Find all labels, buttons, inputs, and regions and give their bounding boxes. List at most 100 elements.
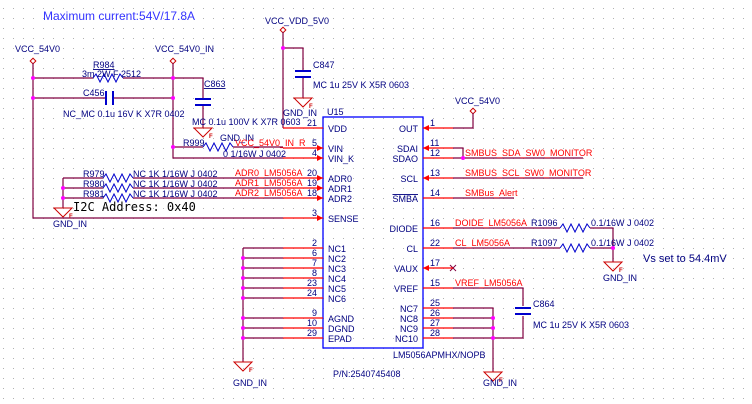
- pin-arrow: [423, 175, 429, 181]
- svg-text:R999: R999: [183, 138, 205, 148]
- pin-name-smba: SMBA: [392, 194, 418, 204]
- net-label-sda: SMBUS_SDA_SW0_MONITOR: [465, 148, 593, 158]
- net-label-vin-r: VCC_54V0_IN_R: [235, 138, 306, 148]
- net-label-vref: VREF_LM5056A: [455, 278, 523, 288]
- pin-arrow: [423, 125, 429, 131]
- pin-number: 17: [430, 258, 440, 268]
- svg-text:NC 1K 1/16W J 0402: NC 1K 1/16W J 0402: [133, 189, 218, 199]
- pin-number: 5: [312, 138, 317, 148]
- port-vcc-54v0-left: VCC_54V0: [15, 44, 60, 65]
- pin-arrow: [317, 195, 323, 201]
- svg-text:NC 1K 1/16W J 0402: NC 1K 1/16W J 0402: [133, 179, 218, 189]
- pin-number: 22: [430, 238, 440, 248]
- resistor-r981: R981 NC 1K 1/16W J 0402: [83, 189, 218, 204]
- net-label-cl: CL_LM5056A: [455, 238, 510, 248]
- capacitor-c864: C864 MC 1u 25V K X5R 0603: [515, 299, 629, 330]
- pin-number: 24: [307, 288, 317, 298]
- svg-text:MC 0.1u 100V K X7R 0603: MC 0.1u 100V K X7R 0603: [192, 117, 301, 127]
- pin-number: 4: [312, 148, 317, 158]
- pin-arrow: [317, 215, 323, 221]
- resistor-r979: R979 NC 1K 1/16W J 0402: [83, 169, 218, 184]
- pin-arrow: [317, 145, 323, 151]
- pin-number: 29: [307, 328, 317, 338]
- svg-text:GND_IN: GND_IN: [53, 219, 87, 229]
- port-vcc-vdd-5v0: VCC_VDD_5V0: [265, 16, 329, 34]
- junctions: [31, 46, 615, 340]
- svg-text:R984: R984: [93, 60, 115, 70]
- pin-number: 23: [307, 278, 317, 288]
- svg-text:F: F: [249, 368, 253, 374]
- port-label: VCC_54V0: [15, 44, 60, 54]
- pin-name-adr0: ADR0: [328, 174, 352, 184]
- wires: [32, 32, 614, 372]
- pin-number: 6: [312, 248, 317, 258]
- pin-number: 3: [312, 208, 317, 218]
- svg-text:C456: C456: [83, 88, 105, 98]
- resistor-r999: R999 0 1/16W J 0402: [183, 138, 286, 159]
- pin-name-nc2: NC2: [328, 254, 346, 264]
- svg-text:GND_IN: GND_IN: [220, 133, 254, 143]
- pin-name-scl: SCL: [400, 174, 418, 184]
- svg-text:GND_IN: GND_IN: [603, 273, 637, 283]
- pin-name-out: OUT: [399, 124, 419, 134]
- pin-name-cl: CL: [406, 244, 418, 254]
- resistor-r1096: R1096 0.1/16W J 0402: [531, 218, 654, 234]
- svg-text:F: F: [499, 378, 503, 384]
- pin-name-vref: VREF: [394, 284, 419, 294]
- pin-number: 16: [430, 218, 440, 228]
- chip-u15: U15 LM5056APMHX/NOPB 21VDD5VIN4VIN_K20AD…: [283, 107, 486, 360]
- net-label-scl: SMBUS_SCL_SW0_MONITOR: [465, 168, 592, 178]
- svg-text:0.1/16W J 0402: 0.1/16W J 0402: [591, 218, 654, 228]
- svg-text:GND_IN: GND_IN: [233, 378, 267, 388]
- svg-text:F: F: [69, 214, 73, 220]
- pin-number: 19: [307, 178, 317, 188]
- port-label: VCC_54V0_IN: [155, 44, 214, 54]
- resistor-r1097: R1097 0.1/16W J 0402: [531, 238, 654, 254]
- pin-name-dgnd: DGND: [328, 324, 355, 334]
- ground-adr: F GND_IN: [53, 207, 87, 229]
- pin-name-nc3: NC3: [328, 264, 346, 274]
- chip-part: LM5056APMHX/NOPB: [393, 350, 486, 360]
- i2c-address-note: I2C Address: 0x40: [73, 200, 196, 214]
- pin-number: 11: [430, 138, 439, 148]
- pin-name-agnd: AGND: [328, 314, 355, 324]
- port-vcc-54v0-right: VCC_54V0: [455, 96, 500, 115]
- pin-name-nc4: NC4: [328, 274, 346, 284]
- part-number: P/N:2540745408: [333, 369, 401, 379]
- pin-arrow: [423, 145, 429, 151]
- resistor-r980: R980 NC 1K 1/16W J 0402: [83, 179, 218, 194]
- pin-name-nc6: NC6: [328, 294, 346, 304]
- pin-arrow: [317, 185, 323, 191]
- pin-name-nc9: NC9: [400, 324, 418, 334]
- svg-text:NC 1K 1/16W J 0402: NC 1K 1/16W J 0402: [133, 169, 218, 179]
- net-label-diode: DOIDE_LM5056A: [455, 218, 527, 228]
- title-note: Maximum current:54V/17.8A: [43, 9, 195, 23]
- net-label-alert: SMBus_Alert: [465, 188, 518, 198]
- svg-text:R981: R981: [83, 189, 105, 199]
- pin-number: 28: [430, 328, 440, 338]
- pin-name-nc5: NC5: [328, 284, 346, 294]
- net-label-adr1: ADR1_LM5056A: [235, 178, 303, 188]
- pin-number: 20: [307, 168, 317, 178]
- ground-c847: F GND_IN: [283, 97, 317, 118]
- pin-name-adr1: ADR1: [328, 184, 352, 194]
- svg-text:C863: C863: [204, 79, 226, 89]
- pin-number: 21: [307, 118, 317, 128]
- pin-arrow: [423, 265, 429, 271]
- pin-name-epad: EPAD: [328, 334, 352, 344]
- vs-note: Vs set to 54.4mV: [643, 253, 727, 265]
- ground-left-bottom: F GND_IN: [233, 361, 267, 388]
- pin-number: 14: [430, 188, 440, 198]
- chip-pins: 21VDD5VIN4VIN_K20ADR019ADR118ADR23SENSE2…: [283, 118, 453, 344]
- pin-number: 18: [307, 188, 317, 198]
- svg-text:C864: C864: [533, 299, 555, 309]
- port-label: VCC_VDD_5V0: [265, 16, 329, 26]
- svg-text:GND_IN: GND_IN: [483, 378, 517, 388]
- svg-text:F: F: [619, 268, 623, 274]
- svg-text:R1097: R1097: [531, 238, 558, 248]
- pin-name-vin: VIN: [328, 144, 343, 154]
- pin-name-sense: SENSE: [328, 214, 359, 224]
- pin-number: 13: [430, 168, 440, 178]
- pin-name-diode: DIODE: [389, 224, 418, 234]
